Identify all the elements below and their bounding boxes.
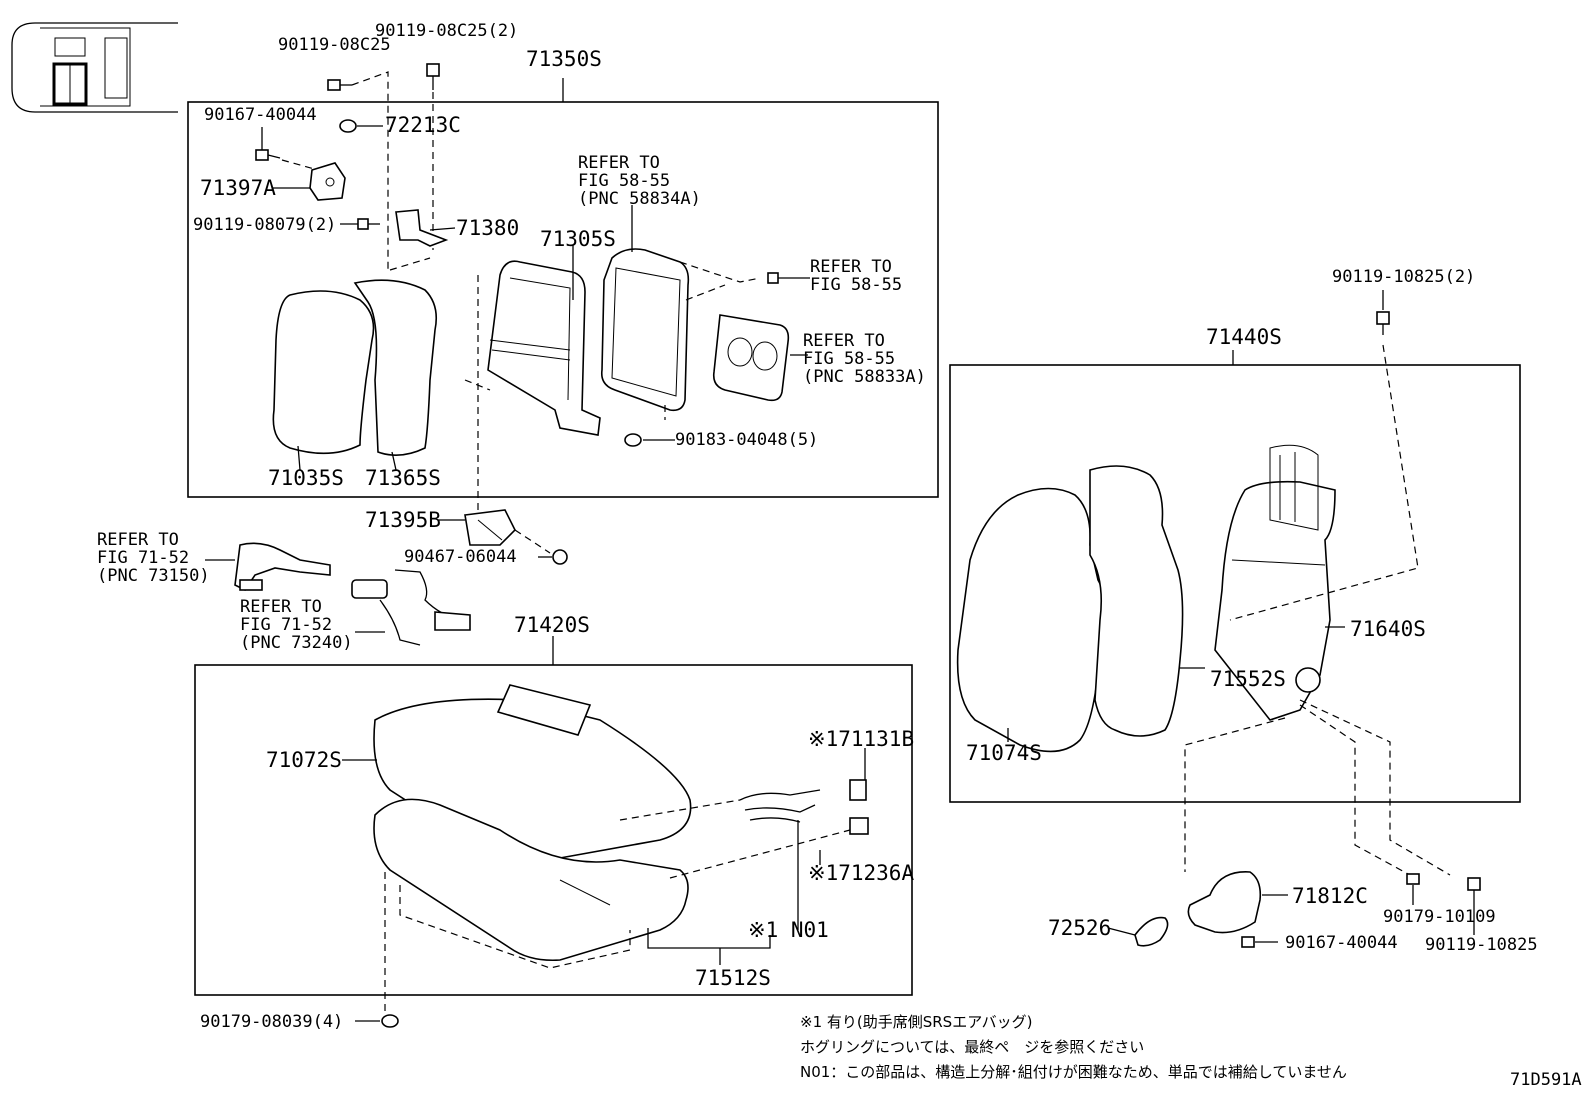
vehicle-locator-icon (11, 22, 178, 113)
part-label: 71640S (1350, 617, 1426, 641)
refer-label: (PNC 58833A) (803, 367, 926, 387)
part-label: 90119-08079(2) (193, 215, 336, 235)
clip-icon (624, 433, 642, 447)
bolt-icon (327, 79, 352, 91)
figure-id: 71D591A (1510, 1070, 1582, 1090)
seatback-cover-71074s (956, 487, 1106, 753)
part-label: 90179-08039(4) (200, 1012, 343, 1032)
refer-label: FIG 71-52 (240, 615, 332, 635)
part-label: 71072S (266, 748, 342, 772)
refer-label: REFER TO (240, 597, 322, 617)
part-label: 90467-06044 (404, 547, 517, 567)
bolt-icon (538, 549, 568, 565)
part-label: 71035S (268, 466, 344, 490)
seatbelt-buckle-bracket-71395b (464, 509, 516, 546)
part-label: 71552S (1210, 667, 1286, 691)
part-label: 90179-10109 (1383, 907, 1496, 927)
part-label: 71380 (456, 216, 519, 240)
part-label: 71395B (365, 508, 441, 532)
refer-label: FIG 58-55 (803, 349, 895, 369)
screw-icon (1241, 936, 1278, 948)
part-label: 72213C (385, 113, 461, 137)
cap-icon (339, 119, 357, 133)
part-label: 71420S (514, 613, 590, 637)
nut-icon (355, 1014, 399, 1028)
seatback-cover-71035s (272, 290, 375, 455)
hinge-bracket-icon (395, 209, 449, 247)
part-label: ※171131B (808, 727, 914, 751)
part-label: 71365S (365, 466, 441, 490)
refer-label: REFER TO (810, 257, 892, 277)
seat-cushion-pad-icon (373, 798, 689, 962)
part-label: 90119-10825 (1425, 935, 1538, 955)
part-label: 71074S (966, 741, 1042, 765)
refer-label: FIG 71-52 (97, 548, 189, 568)
bolt-icon (1376, 311, 1390, 335)
seatback-frame-71640s (1214, 444, 1336, 721)
seatback-frame-71305s (487, 260, 601, 436)
part-label: 90119-10825(2) (1332, 267, 1475, 287)
part-label: 71440S (1206, 325, 1282, 349)
part-label: 71397A (200, 176, 276, 200)
bolt-icon (1467, 877, 1481, 935)
reclining-cover-71812c (1187, 871, 1262, 934)
cover-trim-72526 (1134, 916, 1169, 947)
refer-label: FIG 58-55 (578, 171, 670, 191)
part-label: 90119-08C25 (278, 35, 391, 55)
part-label: 71512S (695, 966, 771, 990)
headrest-flap-icon (496, 684, 592, 736)
bolt-icon (426, 63, 440, 90)
refer-label: FIG 58-55 (810, 275, 902, 295)
part-label: 90119-08C25(2) (375, 21, 518, 41)
part-label: 90183-04048(5) (675, 430, 818, 450)
refer-label: REFER TO (578, 153, 660, 173)
sensor-icon (849, 779, 867, 801)
note-line: ホグリングについては、最終ペ ジを参照ください (800, 1038, 1144, 1056)
connector-icon (849, 817, 869, 835)
refer-label: (PNC 73150) (97, 566, 210, 586)
hook-bracket-icon (309, 162, 346, 201)
screw-icon (255, 149, 281, 161)
note-line: N01：この部品は、構造上分解･組付けが困難なため、単品では補給していません (800, 1063, 1347, 1081)
refer-label: (PNC 58834A) (578, 189, 701, 209)
nut-icon (1406, 873, 1420, 905)
part-label: 71812C (1292, 884, 1368, 908)
part-label: ※171236A (808, 861, 914, 885)
refer-label: REFER TO (803, 331, 885, 351)
seatbelt-buckle-icon (351, 569, 471, 646)
part-label: 90167-40044 (1285, 933, 1398, 953)
note-line: ※1 有り(助手席側SRSエアバッグ) (800, 1013, 1032, 1031)
wire-harness-icon (739, 789, 821, 823)
seatbelt-icon (205, 542, 331, 592)
seatback-board-icon (600, 248, 690, 412)
bolt-icon (357, 218, 380, 230)
part-label: 71305S (540, 227, 616, 251)
part-label: ※1 N01 (748, 918, 829, 942)
part-label: 71350S (526, 47, 602, 71)
right-seatback-assembly-box (949, 364, 1521, 803)
refer-label: (PNC 73240) (240, 633, 353, 653)
screw-icon (767, 272, 810, 284)
seatback-pad-71552s (1089, 465, 1184, 737)
refer-label: REFER TO (97, 530, 179, 550)
seatback-pad-71365s (353, 279, 438, 456)
part-label: 90167-40044 (204, 105, 317, 125)
part-label: 72526 (1048, 916, 1111, 940)
